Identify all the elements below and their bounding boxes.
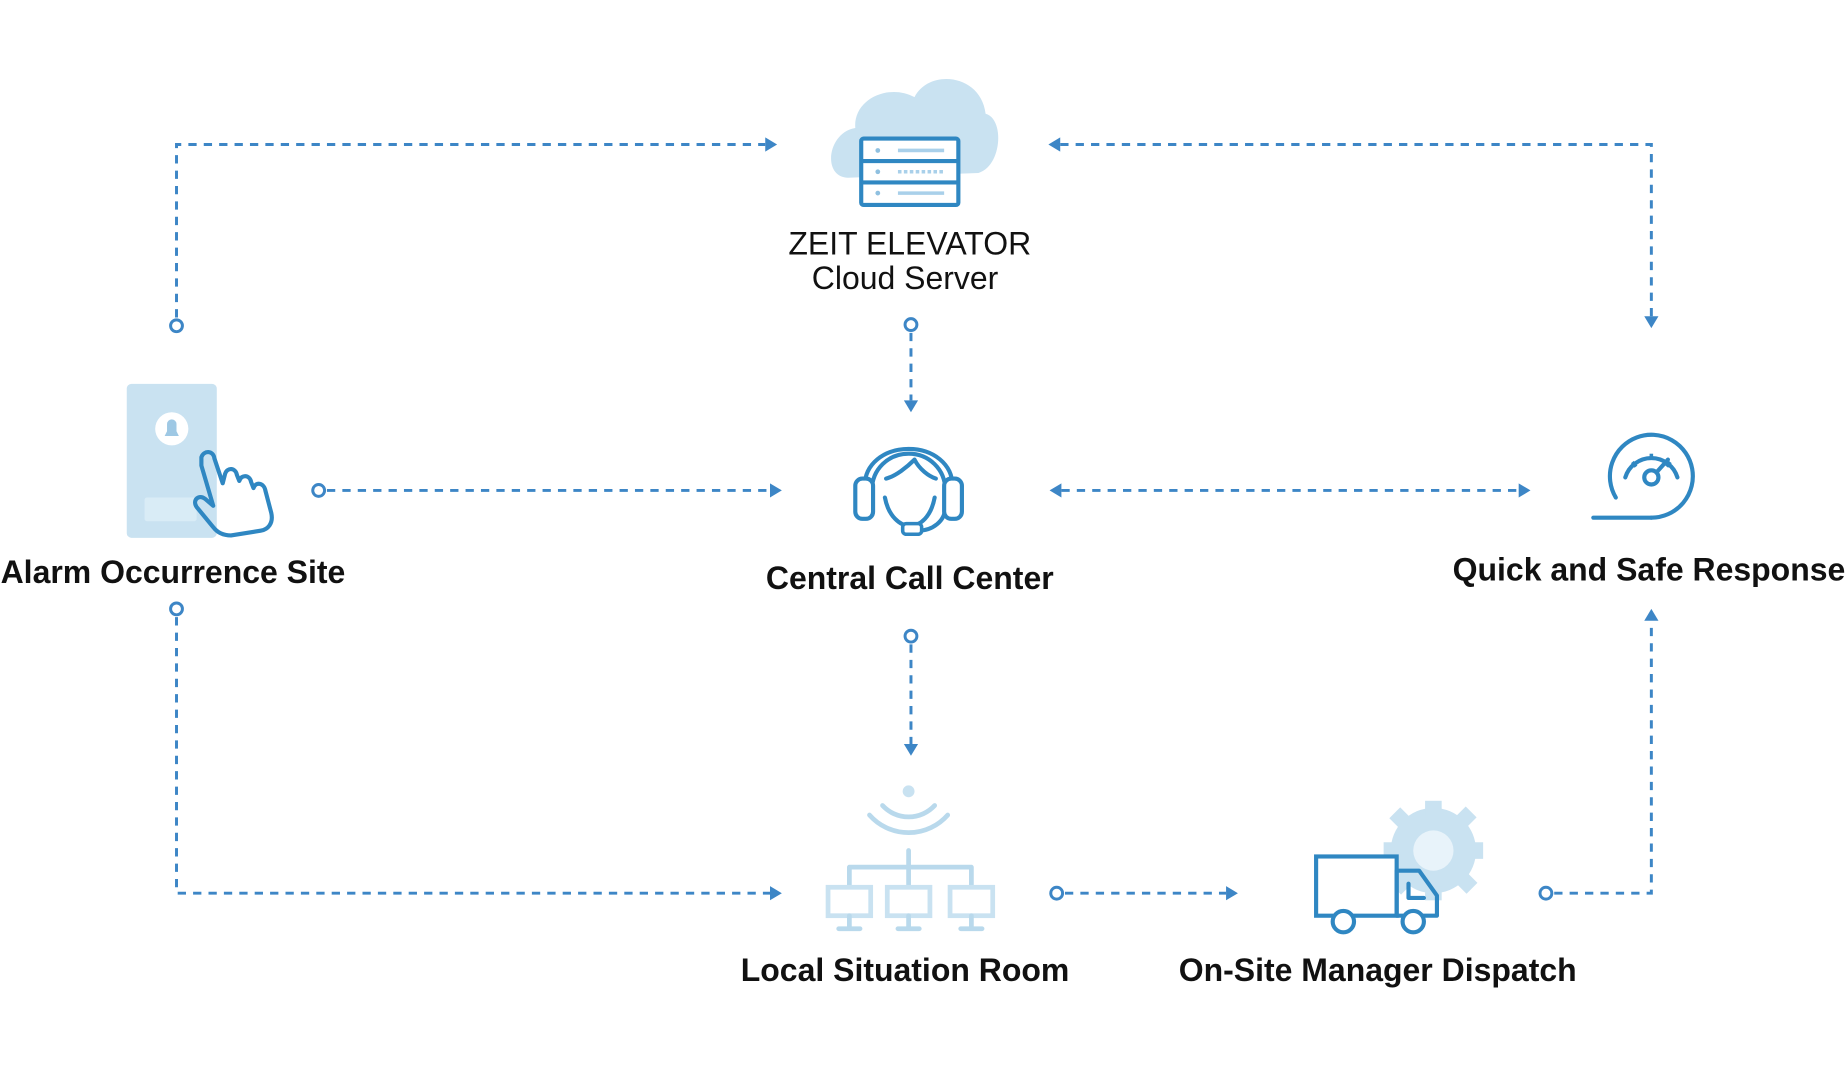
node-alarm-site: Alarm Occurrence Site <box>1 383 346 590</box>
connector-situation-to-dispatch <box>1049 885 1238 901</box>
network-monitors-icon <box>825 785 996 932</box>
quick-response-label: Quick and Safe Response <box>1453 551 1846 587</box>
cloud-server-title: ZEIT ELEVATOR <box>788 226 1031 262</box>
cloud-server-icon <box>831 79 999 208</box>
alarm-button-hand-icon <box>126 383 274 538</box>
connector-alarm-to-situation <box>169 601 782 901</box>
situation-room-label: Local Situation Room <box>741 952 1070 988</box>
truck-gear-icon <box>1314 800 1484 935</box>
connector-alarm-to-cloud <box>169 137 778 334</box>
connector-callcenter-to-situation <box>903 628 919 756</box>
node-quick-response: Quick and Safe Response <box>1453 432 1846 587</box>
connector-alarm-to-callcenter <box>311 483 782 498</box>
connector-dispatch-to-response <box>1538 608 1659 901</box>
connectors <box>169 137 1659 901</box>
manager-dispatch-label: On-Site Manager Dispatch <box>1179 952 1577 988</box>
node-situation-room: Local Situation Room <box>741 785 1070 988</box>
connector-cloud-to-callcenter <box>903 317 919 413</box>
node-manager-dispatch: On-Site Manager Dispatch <box>1179 800 1577 988</box>
speedometer-icon <box>1591 432 1695 520</box>
connector-response-cloud <box>1048 137 1659 329</box>
headset-operator-icon <box>853 446 964 537</box>
node-cloud-server: ZEIT ELEVATOR Cloud Server <box>788 79 1031 296</box>
connector-callcenter-response <box>1049 483 1531 498</box>
alarm-site-label: Alarm Occurrence Site <box>1 554 346 590</box>
node-call-center: Central Call Center <box>766 446 1054 596</box>
cloud-server-subtitle: Cloud Server <box>812 260 999 296</box>
call-center-label: Central Call Center <box>766 560 1054 596</box>
